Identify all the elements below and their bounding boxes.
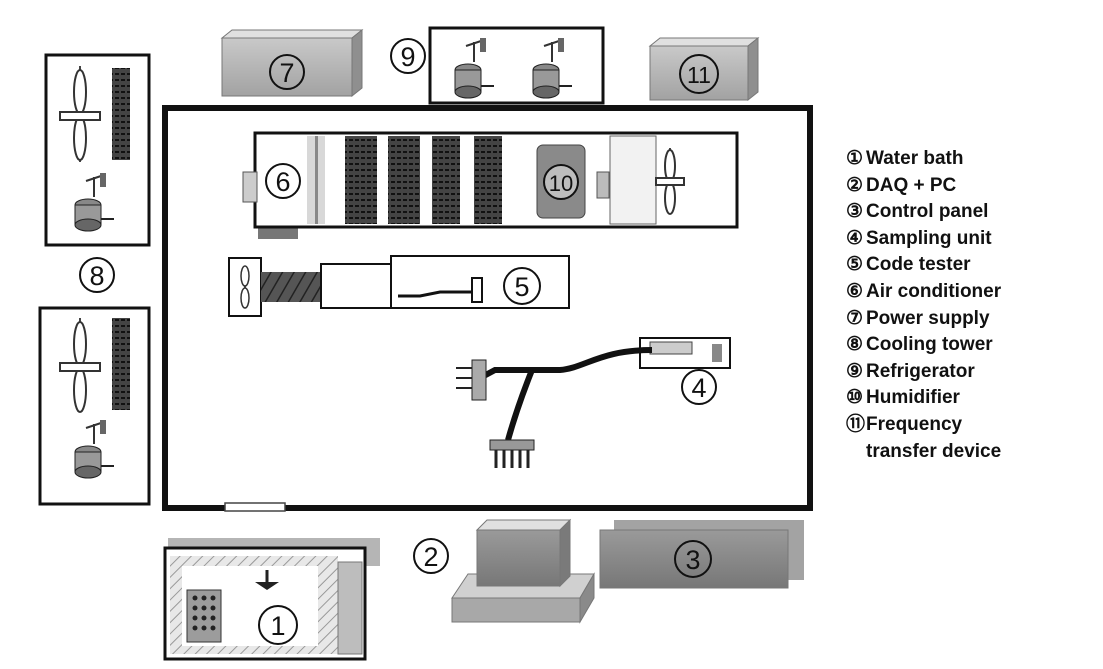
- power-supply-unit: 7: [220, 28, 364, 98]
- legend-label: Sampling unit: [866, 227, 992, 249]
- compressor-icon: [74, 420, 114, 479]
- badge-7: 7: [279, 58, 294, 88]
- badge-9: 9: [400, 42, 415, 72]
- refrigerator-unit: [428, 26, 605, 105]
- compressor-icon: [74, 173, 114, 232]
- air-conditioner-duct: [242, 131, 739, 239]
- legend-marker: ⑥: [846, 280, 864, 302]
- badge-8: 8: [89, 261, 104, 291]
- badge-1: 1: [270, 611, 285, 641]
- legend-label: Water bath: [866, 148, 964, 169]
- fan-icon: [59, 66, 101, 162]
- coil-icon: [112, 68, 130, 160]
- legend-marker: ④: [846, 227, 864, 249]
- coil-icon: [345, 136, 377, 224]
- water-bath-unit: [163, 538, 380, 661]
- badge-10: 10: [549, 171, 573, 196]
- legend-label: Code tester: [866, 254, 971, 276]
- legend-label: Frequency: [866, 413, 963, 435]
- sampling-unit: [456, 337, 731, 468]
- badge-3: 3: [685, 545, 700, 575]
- daq-pc-unit: [451, 518, 595, 624]
- legend-label: Air conditioner: [866, 280, 1002, 302]
- badge-4: 4: [691, 373, 706, 403]
- fan-icon: [240, 265, 250, 309]
- legend-label: Control panel: [866, 201, 989, 223]
- badge-2: 2: [423, 542, 438, 572]
- legend-marker: ③: [846, 201, 864, 223]
- sampling-probe-head: [471, 359, 487, 401]
- badge-6: 6: [275, 167, 290, 197]
- sampling-tube: [478, 347, 653, 381]
- compressor-icon: [532, 38, 572, 99]
- badge-5: 5: [514, 272, 529, 302]
- coil-icon: [432, 136, 460, 224]
- legend-label: Power supply: [866, 307, 990, 329]
- legend-item: ⑪Frequency: [846, 412, 1096, 439]
- chamber-frame: [162, 105, 813, 511]
- coil-icon: [112, 318, 130, 410]
- cooling-tower-upper: [44, 53, 151, 247]
- legend-label: Refrigerator: [866, 360, 975, 382]
- stirrer-icon: [255, 570, 279, 590]
- flexible-duct: [261, 272, 321, 302]
- frequency-transfer-device: 11: [648, 36, 760, 102]
- chamber-door: [224, 502, 286, 512]
- code-tester-unit: [228, 255, 570, 317]
- legend-marker: ①: [846, 148, 864, 169]
- legend-marker: ⑨: [846, 360, 864, 382]
- fan-icon: [655, 148, 685, 215]
- legend-marker: ⑪: [846, 413, 866, 435]
- legend-marker: ⑩: [846, 387, 864, 409]
- legend-marker: ⑤: [846, 254, 864, 276]
- legend-marker: ⑧: [846, 334, 864, 356]
- fan-icon: [59, 318, 101, 413]
- compressor-icon: [454, 38, 494, 99]
- legend-marker: ②: [846, 174, 864, 196]
- control-panel-unit: [599, 520, 804, 589]
- legend-label: Humidifier: [866, 387, 960, 409]
- badge-11: 11: [687, 62, 711, 88]
- coil-icon: [474, 136, 502, 224]
- legend-label: DAQ + PC: [866, 174, 957, 196]
- sampling-manifold: [489, 439, 535, 451]
- cooling-tower-lower: [38, 306, 151, 506]
- legend-label: Cooling tower: [866, 334, 993, 356]
- legend-label-continuation: transfer device: [866, 440, 1002, 462]
- legend-marker: ⑦: [846, 307, 864, 329]
- coil-icon: [388, 136, 420, 224]
